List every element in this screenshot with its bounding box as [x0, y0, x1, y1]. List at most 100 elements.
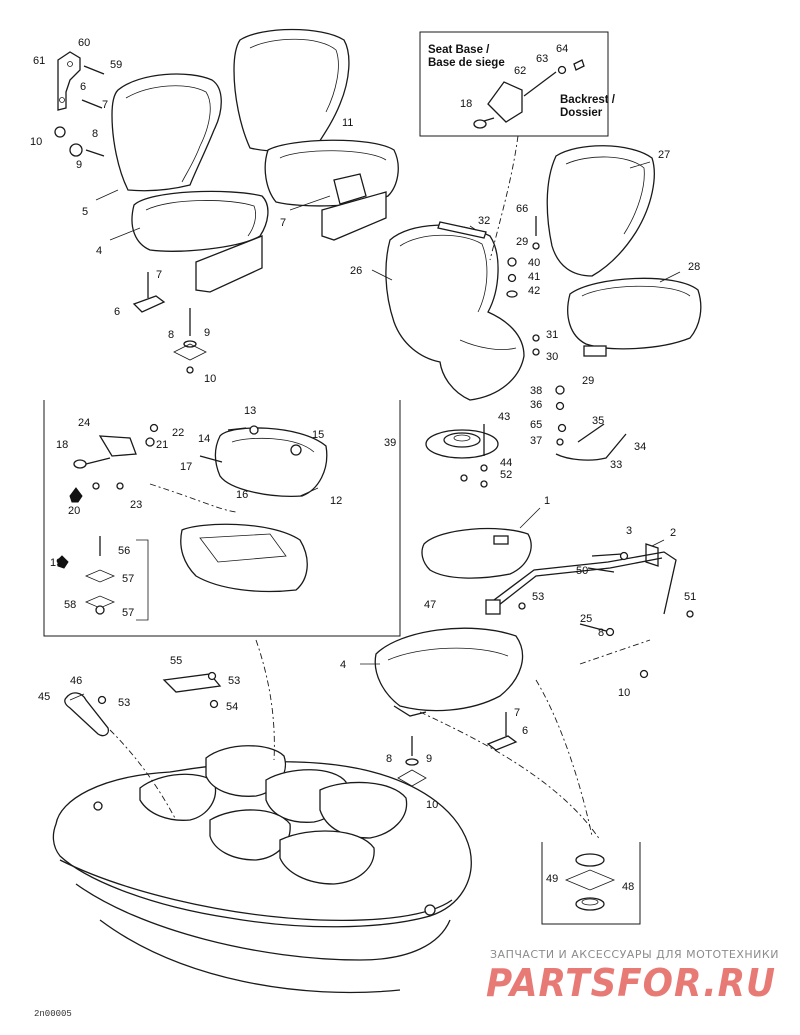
callout: 63	[536, 53, 548, 65]
seat-base-inset: Seat Base / Base de siege Backrest / Dos…	[419, 31, 618, 137]
leader-lines	[69, 161, 681, 701]
callout: 48	[622, 881, 634, 893]
callout: 7	[514, 707, 520, 719]
callout: 9	[204, 327, 210, 339]
callout: 7	[156, 269, 162, 281]
callout: 51	[684, 591, 696, 603]
middle-seat-assembly	[233, 28, 399, 241]
callout: 10	[30, 136, 42, 148]
callout: 56	[118, 545, 130, 557]
callout: 12	[330, 495, 342, 507]
callout: 8	[168, 329, 174, 341]
callout: 1	[544, 495, 550, 507]
hull-deck	[52, 135, 601, 994]
callout: 22	[172, 427, 184, 439]
callout: 58	[64, 599, 76, 611]
callout: 32	[478, 215, 490, 227]
callout: 29	[582, 375, 594, 387]
callout: 25	[580, 613, 592, 625]
callout: 17	[180, 461, 192, 473]
callout: 53	[118, 697, 130, 709]
callout: 19	[50, 557, 62, 569]
callout: 18	[460, 98, 472, 110]
callout: 55	[170, 655, 182, 667]
callout: 39	[384, 437, 396, 449]
callout: 46	[70, 675, 82, 687]
callout: 35	[592, 415, 604, 427]
callout: 16	[236, 489, 248, 501]
callout: 3	[626, 525, 632, 537]
callout: 31	[546, 329, 558, 341]
callout: 2	[670, 527, 676, 539]
callout: 10	[204, 373, 216, 385]
callout: 29	[516, 236, 528, 248]
callout: 40	[528, 257, 540, 269]
grommet-inset	[541, 842, 641, 925]
callout: 54	[226, 701, 238, 713]
callout: 24	[78, 417, 90, 429]
callout: 23	[130, 499, 142, 511]
callout: 38	[530, 385, 542, 397]
driver-seat-assembly	[385, 145, 702, 488]
callout-labels: 61 60 59 6 7 10 8 9 5 4 11 7 7 6 8 9 10 …	[30, 37, 700, 1019]
watermark: ЗАПЧАСТИ И АКСЕССУАРЫ ДЛЯ МОТОТЕХНИКИ PA…	[486, 948, 779, 1005]
watermark-tagline: ЗАПЧАСТИ И АКСЕССУАРЫ ДЛЯ МОТОТЕХНИКИ	[490, 948, 779, 961]
callout: 8	[598, 627, 604, 639]
callout: 28	[688, 261, 700, 273]
callout: 6	[522, 725, 528, 737]
callout: 30	[546, 351, 558, 363]
callout: 64	[556, 43, 568, 55]
callout: 9	[426, 753, 432, 765]
callout: 7	[102, 99, 108, 111]
callout: 45	[38, 691, 50, 703]
callout: 9	[76, 159, 82, 171]
callout: 53	[228, 675, 240, 687]
callout: 7	[280, 217, 286, 229]
callout: 5	[82, 206, 88, 218]
seat-base-label: Seat Base / Base de siege	[428, 44, 505, 69]
callout: 27	[658, 149, 670, 161]
watermark-logo: PARTSFOR.RU	[486, 961, 776, 1005]
callout: 41	[528, 271, 540, 283]
callout: 47	[424, 599, 436, 611]
callout: 10	[426, 799, 438, 811]
callout: 42	[528, 285, 540, 297]
callout: 59	[110, 59, 122, 71]
callout: 13	[244, 405, 256, 417]
callout: 49	[546, 873, 558, 885]
callout: 66	[516, 203, 528, 215]
storage-lid-inset	[43, 400, 401, 637]
callout: 62	[514, 65, 526, 77]
callout: 57	[122, 573, 134, 585]
callout: 20	[68, 505, 80, 517]
callout: 60	[78, 37, 90, 49]
diagram-code: 2n00005	[34, 1009, 72, 1019]
callout: 4	[340, 659, 346, 671]
callout: 10	[618, 687, 630, 699]
callout: 43	[498, 411, 510, 423]
front-seat-assembly	[374, 527, 694, 800]
callout: 36	[530, 399, 542, 411]
callout: 14	[198, 433, 210, 445]
callout: 57	[122, 607, 134, 619]
callout: 37	[530, 435, 542, 447]
callout: 34	[634, 441, 646, 453]
callout: 11	[342, 117, 353, 129]
callout: 52	[500, 469, 512, 481]
callout: 53	[532, 591, 544, 603]
callout: 8	[386, 753, 392, 765]
rear-seat-assembly	[54, 51, 269, 374]
callout: 50	[576, 565, 588, 577]
callout: 33	[610, 459, 622, 471]
callout: 8	[92, 128, 98, 140]
callout: 44	[500, 457, 512, 469]
callout: 18	[56, 439, 68, 451]
callout: 6	[114, 306, 120, 318]
callout: 26	[350, 265, 362, 277]
callout: 61	[33, 55, 45, 67]
callout: 65	[530, 419, 542, 431]
backrest-label: Backrest / Dossier	[560, 94, 618, 119]
callout: 4	[96, 245, 102, 257]
callout: 6	[80, 81, 86, 93]
